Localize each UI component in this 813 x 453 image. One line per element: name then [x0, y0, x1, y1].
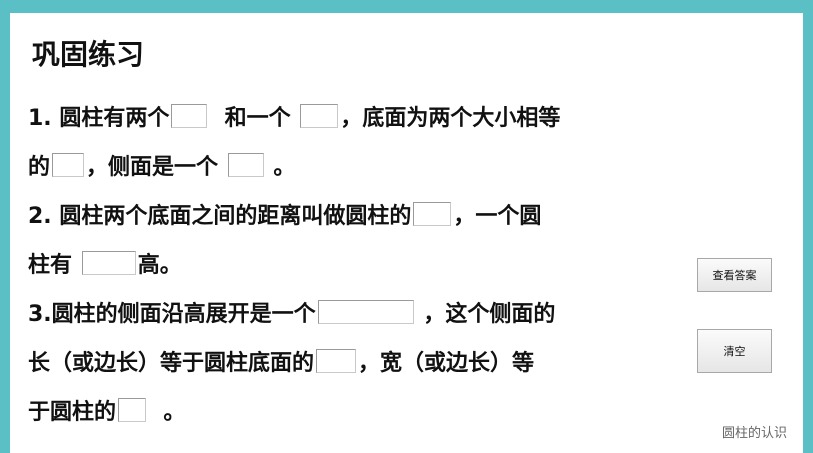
answer-blank-5[interactable]	[413, 202, 452, 226]
question-2-line-2: 柱有 高。	[28, 248, 668, 297]
question-text: 长（或边长）等于圆柱底面的	[28, 351, 315, 376]
question-text: 。	[273, 155, 296, 180]
lesson-caption: 圆柱的认识	[721, 426, 787, 441]
question-text: 。	[163, 400, 186, 425]
question-3-line-3: 于圆柱的 。	[28, 395, 668, 444]
question-1-line-2: 的 ，侧面是一个 。	[28, 150, 668, 199]
question-area: 1. 圆柱有两个 和一个 ，底面为两个大小相等 的 ，侧面是一个 。 2. 圆柱两…	[28, 101, 668, 444]
question-3-line-2: 长（或边长）等于圆柱底面的 ，宽（或边长）等	[28, 346, 668, 395]
question-text: ，宽（或边长）等	[358, 351, 535, 376]
question-text: ，侧面是一个	[86, 155, 219, 180]
question-1-line-1: 1. 圆柱有两个 和一个 ，底面为两个大小相等	[28, 101, 668, 150]
answer-blank-9[interactable]	[118, 398, 147, 422]
question-2-line-1: 2. 圆柱两个底面之间的距离叫做圆柱的 ，一个圆	[28, 199, 668, 248]
question-text: 3.圆柱的侧面沿高展开是一个	[28, 302, 316, 327]
clear-button[interactable]: 清空	[697, 329, 772, 373]
answer-blank-7[interactable]	[317, 300, 414, 324]
question-text: 于圆柱的	[28, 400, 117, 425]
answer-blank-8[interactable]	[316, 349, 357, 373]
question-text: 2. 圆柱两个底面之间的距离叫做圆柱的	[28, 204, 412, 229]
question-text: 1. 圆柱有两个	[28, 106, 170, 131]
answer-blank-4[interactable]	[227, 153, 264, 177]
answer-blank-1[interactable]	[171, 104, 208, 128]
answer-blank-3[interactable]	[52, 153, 85, 177]
question-text: ，一个圆	[453, 204, 542, 229]
exercise-panel: 巩固练习 1. 圆柱有两个 和一个 ，底面为两个大小相等 的 ，侧面是一个 。 2…	[10, 13, 803, 453]
show-answer-button[interactable]: 查看答案	[697, 258, 772, 292]
answer-blank-2[interactable]	[300, 104, 339, 128]
question-text: 高。	[137, 253, 182, 278]
question-text: 和一个	[224, 106, 291, 131]
page-title: 巩固练习	[32, 38, 145, 71]
question-text: ，这个侧面的	[423, 302, 556, 327]
answer-blank-6[interactable]	[81, 251, 136, 275]
question-3-line-1: 3.圆柱的侧面沿高展开是一个 ，这个侧面的	[28, 297, 668, 346]
question-text: 柱有	[28, 253, 73, 278]
question-text: ，底面为两个大小相等	[340, 106, 561, 131]
question-text: 的	[28, 155, 51, 180]
